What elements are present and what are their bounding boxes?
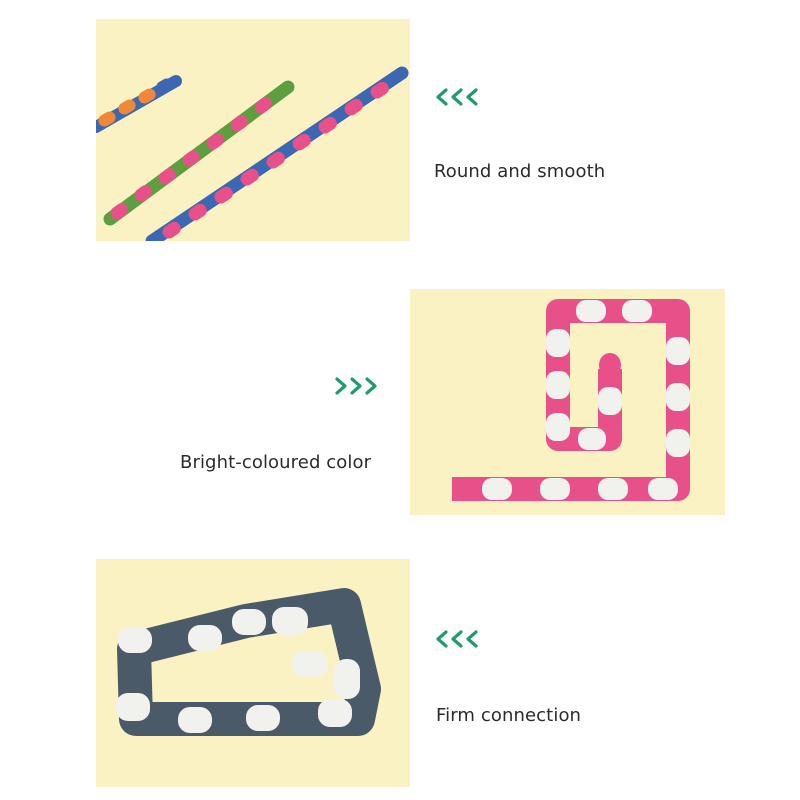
chevron-left-triple-icon	[436, 630, 478, 648]
orange-blue-chain	[96, 75, 182, 133]
chain-end-tip	[599, 353, 621, 377]
chevron-right-triple-icon	[335, 377, 377, 395]
gray-white-chain-loop-image	[116, 588, 381, 736]
white-chain-links	[116, 607, 360, 733]
blue-pink-chain	[145, 66, 409, 241]
pink-white-spiral-chain-image	[452, 299, 690, 501]
product-photo-round-smooth	[96, 19, 410, 241]
product-photo-bright-colour	[410, 289, 725, 515]
multicolor-chain-links-image	[96, 66, 409, 241]
caption-bright-colour: Bright-coloured color	[180, 452, 372, 473]
green-pink-chain	[103, 80, 295, 226]
caption-round-smooth: Round and smooth	[434, 161, 606, 182]
product-photo-firm-connection	[96, 559, 410, 787]
caption-firm-connection: Firm connection	[436, 705, 582, 726]
white-links	[482, 300, 690, 500]
chevron-left-triple-icon	[436, 88, 478, 106]
